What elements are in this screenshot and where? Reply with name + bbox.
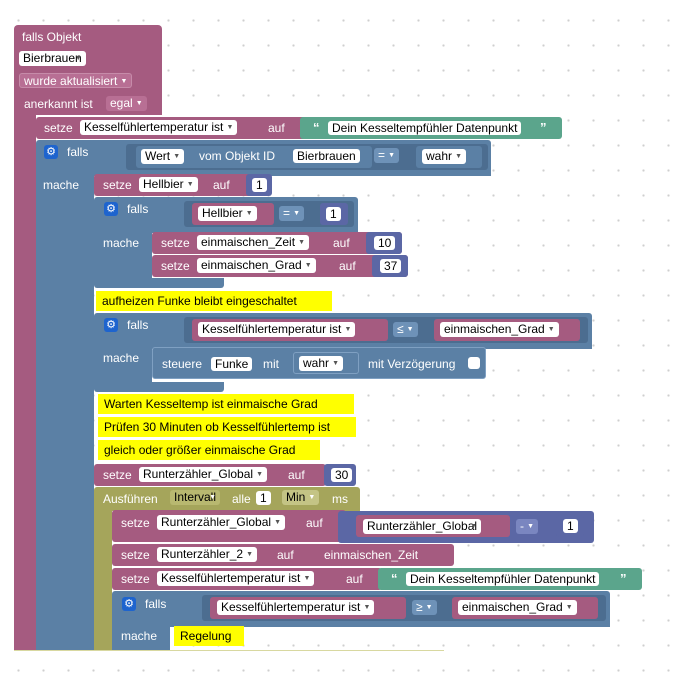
variable-dropdown[interactable]: Runterzähler_2: [157, 547, 258, 562]
text-field[interactable]: Dein Kesseltempfühler Datenpunkt: [406, 572, 600, 586]
text-field[interactable]: Dein Kesseltempfühler Datenpunkt: [328, 121, 522, 135]
ms-label: ms: [332, 492, 348, 506]
variable-dropdown[interactable]: Kesselfühlertemperatur ist: [217, 600, 375, 615]
to-label: auf: [306, 516, 323, 530]
object-id-field[interactable]: Bierbrauen: [293, 149, 360, 163]
operator-dropdown[interactable]: -: [516, 519, 538, 534]
timer-block-spine: [94, 505, 112, 650]
every-label: alle: [232, 492, 251, 506]
set-label: setze: [121, 572, 150, 586]
interval-field[interactable]: 1: [256, 491, 271, 505]
if-block-spine: [112, 622, 170, 650]
if-block-spine: [94, 345, 152, 387]
if-label: falls: [127, 318, 149, 332]
quote-close-icon: ”: [540, 120, 547, 135]
variable-dropdown[interactable]: Kesselfühlertemperatur ist: [198, 322, 356, 337]
value-dropdown[interactable]: Wert: [141, 149, 185, 164]
if-block-bottom: [94, 382, 224, 392]
do-label: mache: [103, 351, 140, 365]
set-label: setze: [44, 121, 73, 135]
trigger-mode-dropdown[interactable]: wurde aktualisiert: [19, 73, 133, 89]
comment-block[interactable]: aufheizen Funke bleibt eingeschaltet: [96, 291, 332, 311]
if-block-bottom: [94, 278, 224, 288]
event-title: falls Objekt: [22, 30, 82, 44]
with-label: mit: [263, 357, 279, 371]
ack-label: anerkannt ist: [24, 97, 93, 111]
set-label: setze: [161, 236, 190, 250]
unit-dropdown[interactable]: Min: [282, 490, 320, 505]
to-label: auf: [213, 178, 230, 192]
operator-dropdown[interactable]: ≤: [393, 322, 418, 337]
do-label: mache: [103, 236, 140, 250]
number-field[interactable]: 1: [563, 519, 578, 533]
number-field[interactable]: 37: [380, 259, 402, 273]
set-label: setze: [121, 548, 150, 562]
quote-close-icon: ”: [620, 571, 627, 586]
variable-field[interactable]: einmaischen_Zeit: [320, 548, 423, 562]
variable-dropdown[interactable]: Runterzähler_Global: [157, 515, 286, 530]
event-block-spine: [14, 110, 36, 650]
ack-dropdown[interactable]: egal: [106, 96, 147, 111]
variable-dropdown[interactable]: Runterzähler_Global: [363, 519, 482, 534]
operator-dropdown[interactable]: ≥: [412, 600, 437, 615]
to-label: auf: [268, 121, 285, 135]
quote-open-icon: “: [313, 120, 320, 135]
to-label: auf: [288, 468, 305, 482]
do-label: mache: [43, 178, 80, 192]
variable-dropdown[interactable]: einmaischen_Grad: [440, 322, 559, 337]
bottom-edge: [14, 650, 444, 651]
variable-dropdown[interactable]: einmaischen_Grad: [197, 258, 316, 273]
if-label: falls: [145, 597, 167, 611]
operator-dropdown[interactable]: =: [374, 148, 400, 163]
variable-dropdown[interactable]: Hellbier: [139, 177, 198, 192]
set-label: setze: [121, 516, 150, 530]
bool-dropdown[interactable]: wahr: [422, 149, 467, 164]
control-label: steuere: [162, 357, 203, 371]
to-label: auf: [333, 236, 350, 250]
quote-open-icon: “: [391, 571, 398, 586]
operator-dropdown[interactable]: =: [279, 206, 305, 221]
comment-block[interactable]: gleich oder größer einmaische Grad: [98, 440, 320, 460]
variable-dropdown[interactable]: Kesselfühlertemperatur ist: [157, 571, 315, 586]
do-label: mache: [121, 629, 158, 643]
number-field[interactable]: 10: [374, 236, 396, 250]
comment-block[interactable]: Prüfen 30 Minuten ob Kesselfühlertemp is…: [98, 417, 356, 437]
variable-dropdown[interactable]: Runterzähler_Global: [139, 467, 268, 482]
to-label: auf: [346, 572, 363, 586]
number-field[interactable]: 30: [331, 468, 353, 482]
device-field[interactable]: Funke: [211, 357, 253, 371]
variable-dropdown[interactable]: einmaischen_Grad: [458, 600, 577, 615]
set-label: setze: [161, 259, 190, 273]
gear-icon[interactable]: ⚙: [44, 145, 58, 159]
gear-icon[interactable]: ⚙: [104, 318, 118, 332]
object-id-field[interactable]: Bierbrauen: [19, 51, 86, 66]
variable-dropdown[interactable]: Hellbier: [198, 206, 257, 221]
set-label: setze: [103, 178, 132, 192]
comment-block[interactable]: Regelung: [174, 626, 244, 646]
delay-checkbox[interactable]: [468, 357, 480, 369]
variable-dropdown[interactable]: einmaischen_Zeit: [197, 235, 310, 250]
number-field[interactable]: 1: [326, 207, 341, 221]
gear-icon[interactable]: ⚙: [104, 202, 118, 216]
number-field[interactable]: 1: [252, 178, 267, 192]
set-label: setze: [103, 468, 132, 482]
to-label: auf: [277, 548, 294, 562]
variable-dropdown[interactable]: Kesselfühlertemperatur ist: [80, 120, 238, 135]
object-id-label: vom Objekt ID: [199, 149, 276, 163]
comment-block[interactable]: Warten Kesseltemp ist einmaische Grad: [98, 394, 354, 414]
timer-type-dropdown[interactable]: Intervall: [170, 490, 221, 505]
if-block-spine: [94, 230, 152, 285]
delay-label: mit Verzögerung: [368, 357, 456, 371]
timer-label: Ausführen: [103, 492, 158, 506]
bool-dropdown[interactable]: wahr: [299, 356, 344, 371]
gear-icon[interactable]: ⚙: [122, 597, 136, 611]
if-label: falls: [127, 202, 149, 216]
to-label: auf: [339, 259, 356, 273]
if-block-spine: [36, 170, 94, 650]
if-label: falls: [67, 145, 89, 159]
